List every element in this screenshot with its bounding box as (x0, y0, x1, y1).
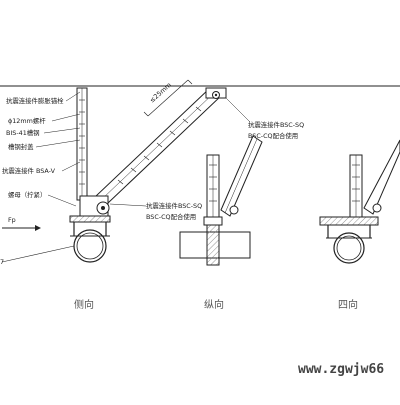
four-way-view: 四向 (319, 139, 400, 311)
watermark: www.zgwjw66 (298, 362, 384, 377)
connector-sq-label-1: 抗震连接件BSC-SQ (146, 201, 202, 210)
top-connector-line2: BSC-CQ配合使用 (248, 131, 298, 140)
clip-label: 7 (0, 258, 4, 266)
channel-slots (79, 99, 85, 185)
nut-label: 螺母（拧紧） (8, 190, 46, 199)
channel-label: BIS-41槽钢 (6, 128, 40, 137)
dimension-25mm: ≤25mm (143, 79, 193, 117)
bottom-connector-bsa (69, 195, 111, 223)
connector-bsa-label: 抗震连接件 BSA-V (2, 166, 56, 175)
side-view: ≤25mm Fp 7 抗震连接件膨胀锚栓 ϕ12mm螺杆 (0, 79, 227, 311)
top-connector-line1: 抗震连接件BSC-SQ (248, 120, 304, 129)
longitudinal-view: 纵向 (179, 135, 263, 311)
anchor-label: 抗震连接件膨胀锚栓 (6, 96, 64, 105)
side-annotations: 抗震连接件膨胀锚栓 ϕ12mm螺杆 BIS-41槽钢 槽钢封盖 抗震连接件 BS… (2, 91, 81, 207)
pipe-clamp (70, 222, 110, 263)
diagonal-brace (95, 87, 223, 204)
view-title-four-way: 四向 (338, 298, 358, 311)
force-label: Fp (8, 216, 16, 224)
rod-label: ϕ12mm螺杆 (8, 116, 46, 125)
top-connector-callout: 抗震连接件BSC-SQ BSC-CQ配合使用 (225, 97, 304, 140)
top-connector-bsc-sq (205, 87, 227, 99)
view-title-longitudinal: 纵向 (204, 298, 224, 311)
dimension-label: ≤25mm (148, 81, 173, 105)
connector-sq-label-2: BSC-CQ配合使用 (146, 212, 196, 221)
view-title-side: 侧向 (74, 298, 94, 311)
cap-label: 槽钢封盖 (8, 142, 34, 151)
force-arrow: Fp (2, 216, 41, 231)
